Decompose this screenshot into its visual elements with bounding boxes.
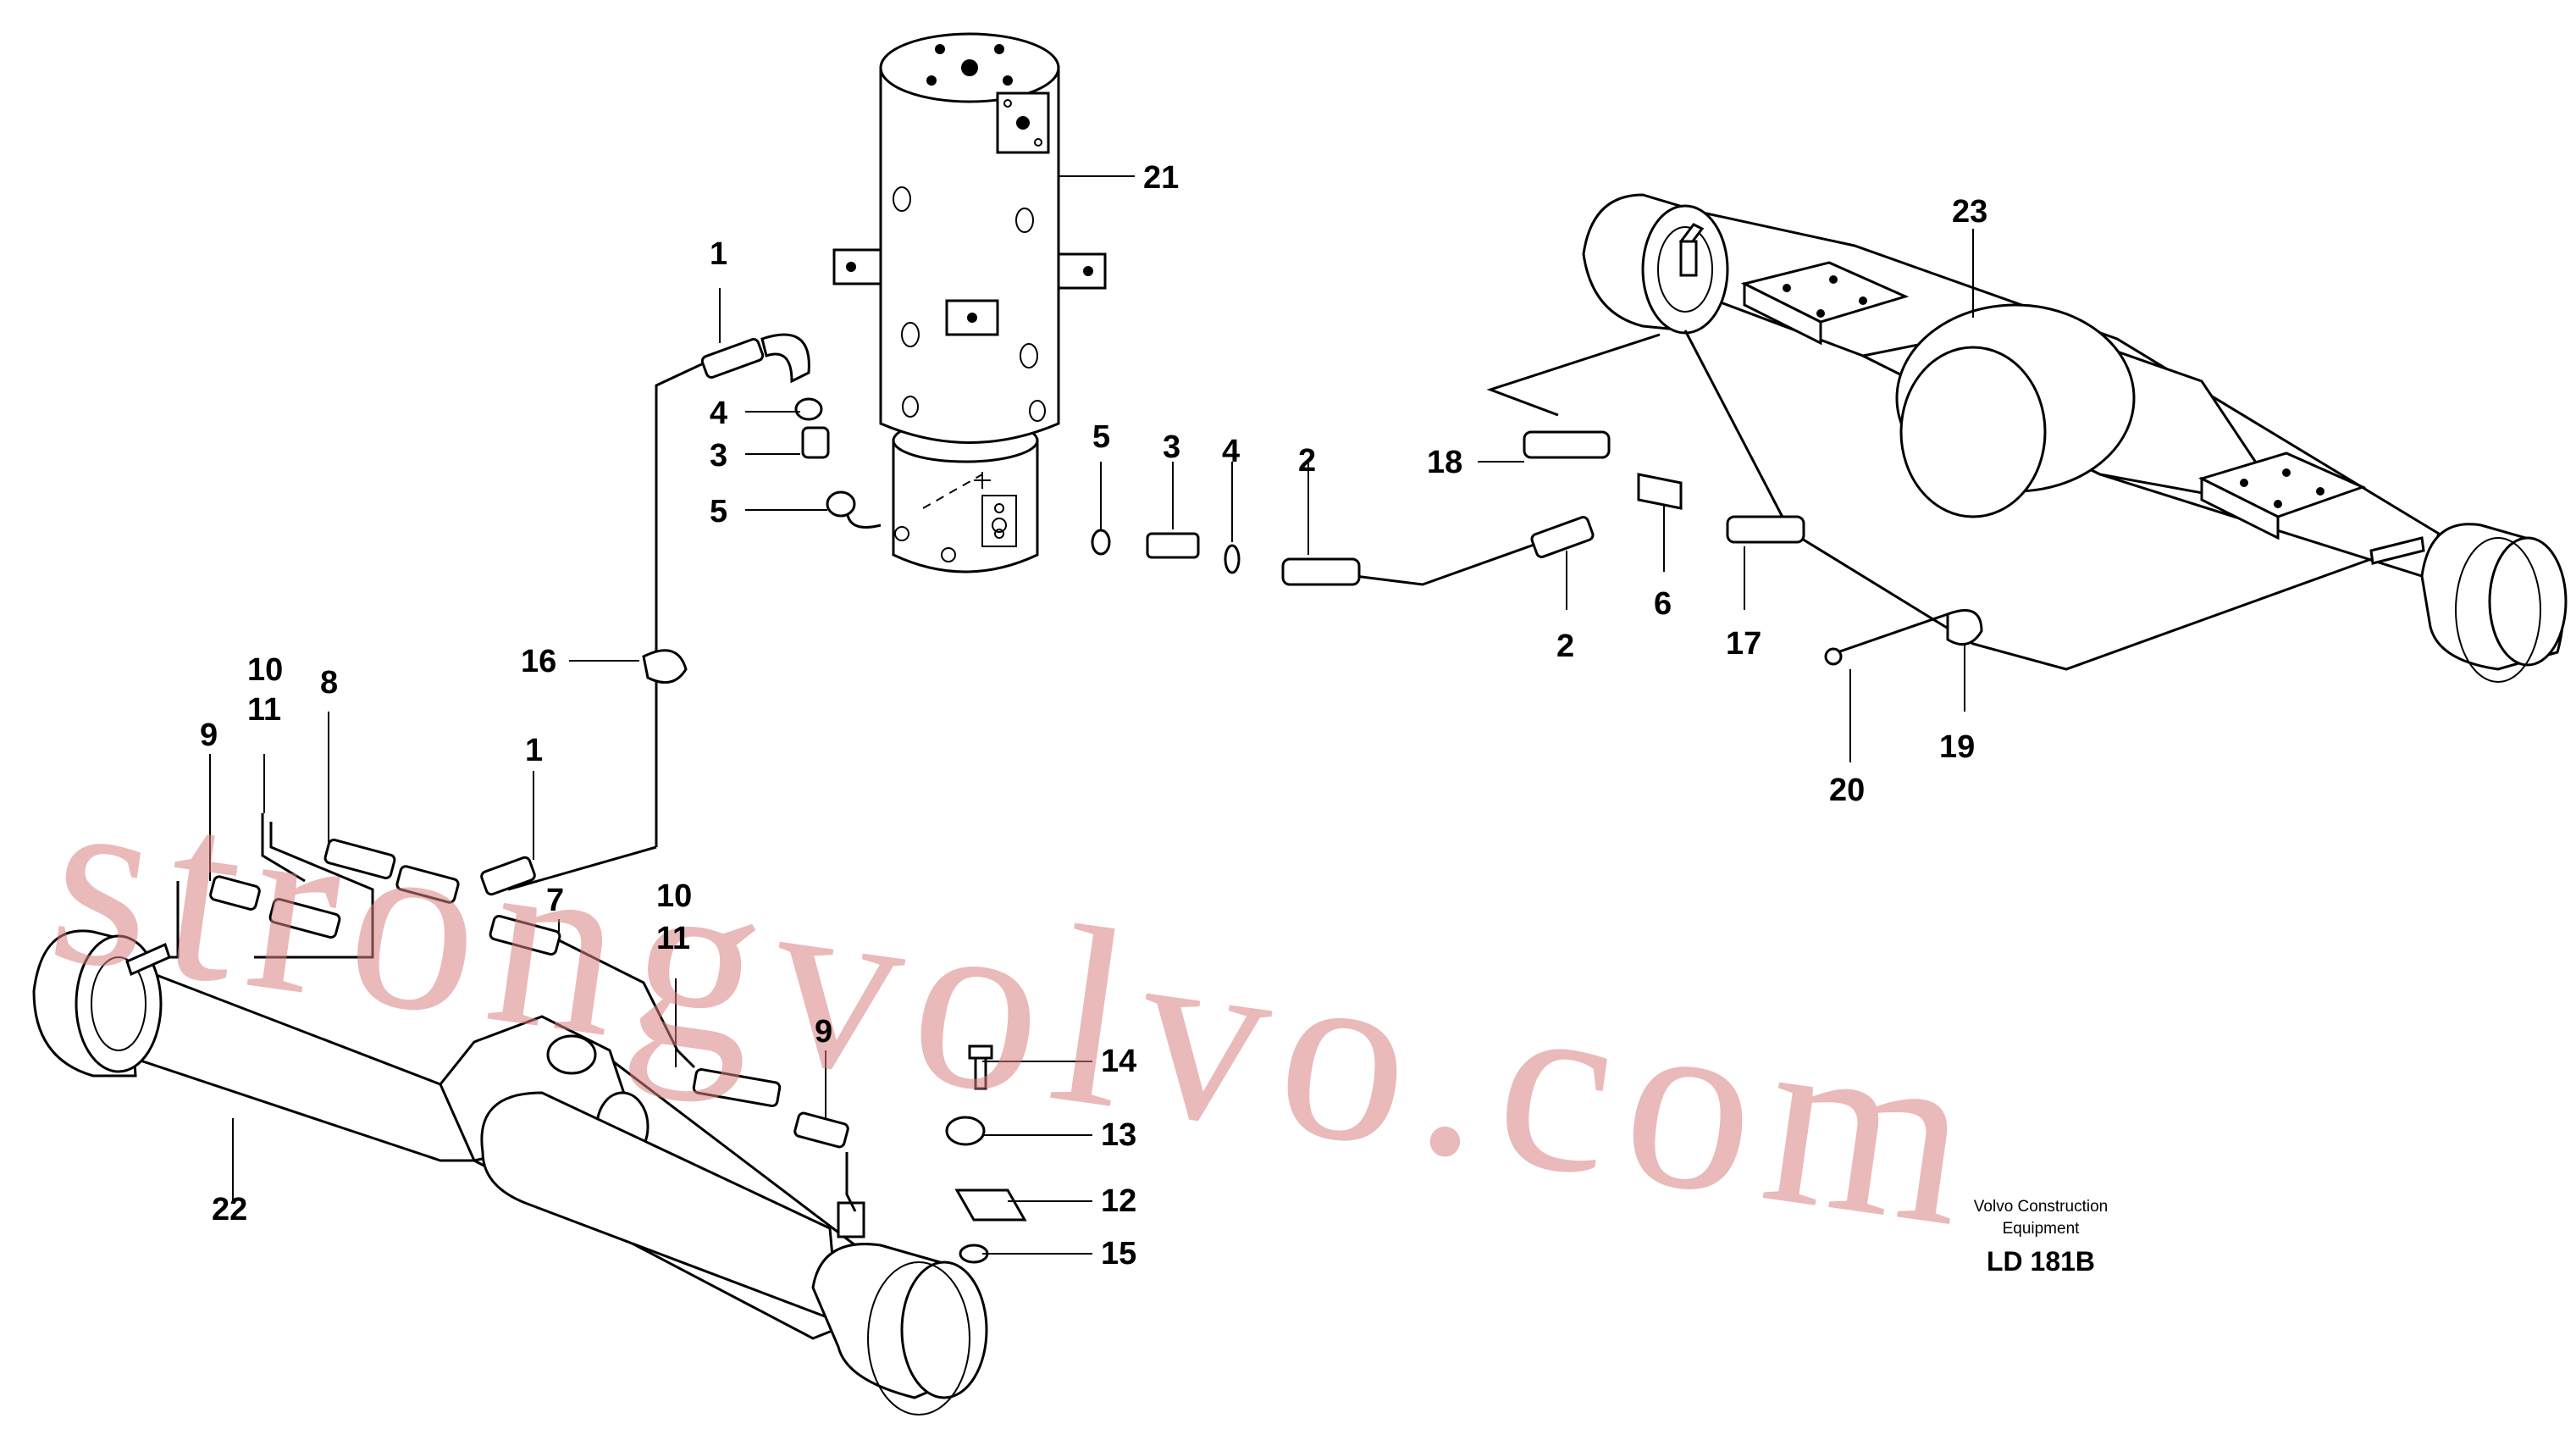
drawing-number: LD 181B <box>1987 1246 2095 1277</box>
drawing-caption: Volvo Construction Equipment LD 181B <box>1974 1198 2108 1277</box>
label-part-18: 18 <box>1427 445 1462 480</box>
part-labels: 1 4 3 5 21 5 3 4 2 23 18 2 6 17 19 20 16… <box>200 160 1987 1271</box>
fittings <box>209 333 1983 1264</box>
label-part-2: 2 <box>1298 443 1316 479</box>
caption-company-line2: Equipment <box>2003 1220 2081 1238</box>
label-part-13: 13 <box>1101 1117 1136 1153</box>
label-part-17: 17 <box>1726 626 1761 662</box>
label-part-22: 22 <box>212 1192 247 1227</box>
leader-lines <box>209 175 1974 1255</box>
front-axle <box>32 929 988 1416</box>
label-part-14: 14 <box>1101 1044 1136 1079</box>
brake-lines <box>169 330 2372 1212</box>
label-part-9: 9 <box>815 1014 832 1050</box>
label-part-15: 15 <box>1101 1236 1136 1271</box>
label-part-4: 4 <box>710 396 727 431</box>
rear-axle <box>1582 193 2568 683</box>
label-part-23: 23 <box>1952 194 1987 230</box>
label-part-12: 12 <box>1101 1183 1136 1219</box>
label-part-8: 8 <box>320 665 338 701</box>
label-part-3: 3 <box>710 438 727 474</box>
label-part-3: 3 <box>1163 429 1180 465</box>
label-part-7: 7 <box>546 883 564 918</box>
label-part-11: 11 <box>656 921 690 956</box>
label-part-16: 16 <box>521 644 556 679</box>
label-part-5: 5 <box>1092 419 1110 455</box>
label-part-1: 1 <box>710 236 727 272</box>
label-part-9: 9 <box>200 717 218 753</box>
label-part-5: 5 <box>710 494 727 529</box>
watermark-text: strongvolvo.com <box>36 732 2000 1282</box>
label-part-1: 1 <box>525 733 543 768</box>
label-part-10: 10 <box>656 878 692 914</box>
caption-company-line1: Volvo Construction <box>1974 1198 2108 1216</box>
label-part-20: 20 <box>1829 773 1865 808</box>
label-part-11: 11 <box>247 692 281 728</box>
label-part-4: 4 <box>1222 434 1240 469</box>
label-part-21: 21 <box>1143 160 1179 196</box>
label-part-6: 6 <box>1654 586 1672 622</box>
label-part-2: 2 <box>1556 629 1574 664</box>
label-part-19: 19 <box>1939 729 1975 765</box>
swivel-housing <box>832 32 1107 573</box>
label-part-10: 10 <box>247 652 283 688</box>
